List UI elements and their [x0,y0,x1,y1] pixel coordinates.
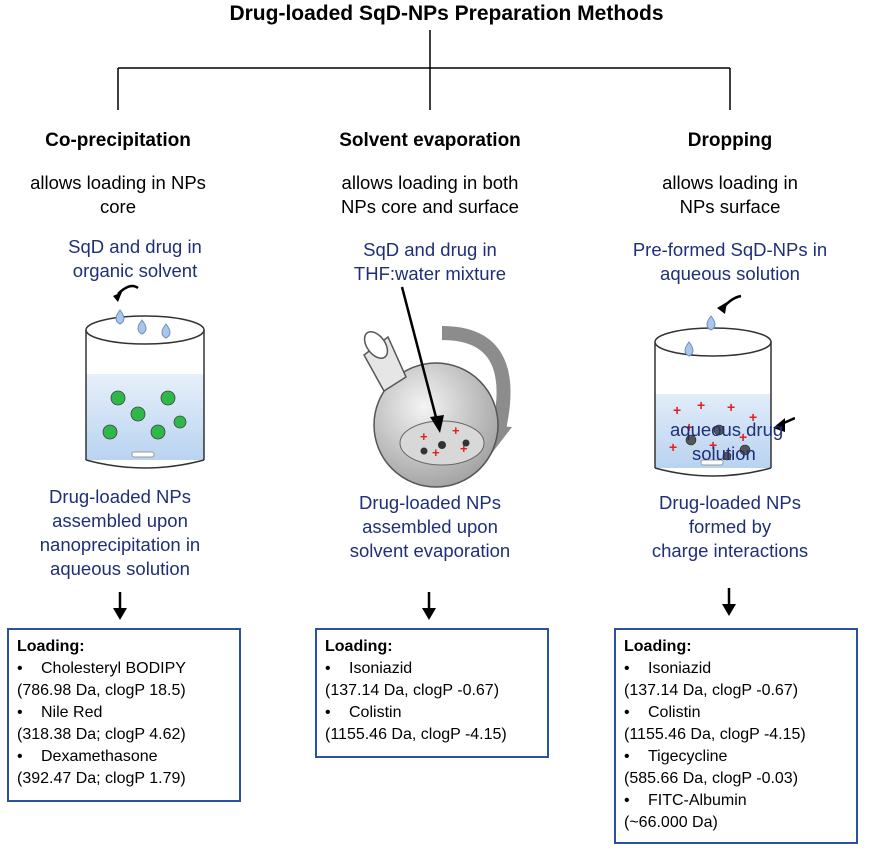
svg-text:+: + [739,429,747,445]
loading-title: Loading: [17,638,85,655]
loading-item: Isoniazid(137.14 Da, clogP -0.67) [325,658,539,702]
loading-item: FITC-Albumin(~66.000 Da) [624,790,848,834]
loading-item: Tigecycline(585.66 Da, clogP -0.03) [624,746,848,790]
loading-item: Isoniazid(137.14 Da, clogP -0.67) [624,658,848,702]
loading-item: Nile Red(318.38 Da; clogP 4.62) [17,702,231,746]
svg-text:+: + [669,439,677,455]
loading-title: Loading: [325,638,393,655]
beaker-co-precipitation-icon [85,284,205,469]
arrow-down-icon [113,592,127,620]
loading-item: Cholesteryl BODIPY(786.98 Da, clogP 18.5… [17,658,231,702]
diagram-title: Drug-loaded SqD-NPs Preparation Methods [229,2,664,25]
heading-solvent-evaporation: Solvent evaporation [339,130,521,151]
svg-text:+: + [727,399,735,415]
svg-text:+: + [749,409,757,425]
arrow-down-icon [422,592,436,620]
svg-text:+: + [432,445,440,460]
svg-text:+: + [420,429,428,444]
loading-item: Dexamethasone(392.47 Da; clogP 1.79) [17,746,231,790]
svg-text:+: + [673,402,681,418]
loading-item: Colistin(1155.46 Da, clogP -4.15) [325,702,539,746]
loading-box-solvent-evaporation: Loading: Isoniazid(137.14 Da, clogP -0.6… [315,628,549,758]
loading-title: Loading: [624,638,692,655]
svg-text:+: + [452,423,460,438]
svg-text:+: + [697,397,705,413]
arrow-down-icon [722,588,736,616]
loading-item: Colistin(1155.46 Da, clogP -4.15) [624,702,848,746]
beaker-dropping-icon: +++ +++ ++ [654,294,795,477]
svg-text:+: + [460,441,468,456]
loading-box-co-precipitation: Loading: Cholesteryl BODIPY(786.98 Da, c… [7,628,241,802]
flask-solvent-evaporation-icon: ++ ++ [363,286,512,488]
heading-dropping: Dropping [687,130,773,151]
svg-text:+: + [685,419,693,435]
loading-box-dropping: Loading: Isoniazid(137.14 Da, clogP -0.6… [614,628,858,844]
heading-co-precipitation: Co-precipitation [45,130,191,151]
svg-text:+: + [709,437,717,453]
